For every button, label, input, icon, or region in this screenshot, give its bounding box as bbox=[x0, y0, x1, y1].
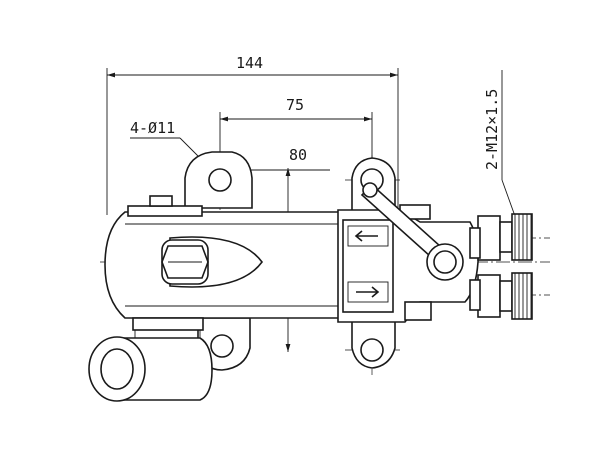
valve-head bbox=[337, 204, 480, 323]
pipe-elbow bbox=[88, 324, 213, 402]
fitting-top bbox=[477, 213, 533, 261]
connector-bosses bbox=[469, 227, 481, 311]
mounting-hole-icon bbox=[208, 168, 232, 192]
dimension-144: 144 bbox=[106, 54, 399, 215]
drain-plug bbox=[161, 236, 263, 288]
arrow-panel bbox=[342, 219, 394, 313]
dimension-80-label: 80 bbox=[289, 146, 307, 164]
fitting-bottom bbox=[477, 272, 533, 320]
top-plate bbox=[127, 205, 203, 217]
lever-handle bbox=[360, 182, 464, 281]
mounting-hole-icon bbox=[360, 338, 384, 362]
arrow-left-icon bbox=[347, 225, 389, 247]
dimension-144-label: 144 bbox=[236, 54, 263, 72]
arrow-right-icon bbox=[347, 281, 389, 303]
thread-callout: 2-M12×1.5 bbox=[483, 70, 521, 231]
thread-callout-label: 2-M12×1.5 bbox=[483, 89, 501, 170]
mounting-lug-top-left bbox=[184, 151, 253, 209]
holes-callout-label: 4-Ø11 bbox=[130, 119, 175, 137]
mounting-hole-icon bbox=[210, 334, 234, 358]
dimension-75-label: 75 bbox=[286, 96, 304, 114]
mounting-lug-bottom-right bbox=[351, 317, 396, 369]
